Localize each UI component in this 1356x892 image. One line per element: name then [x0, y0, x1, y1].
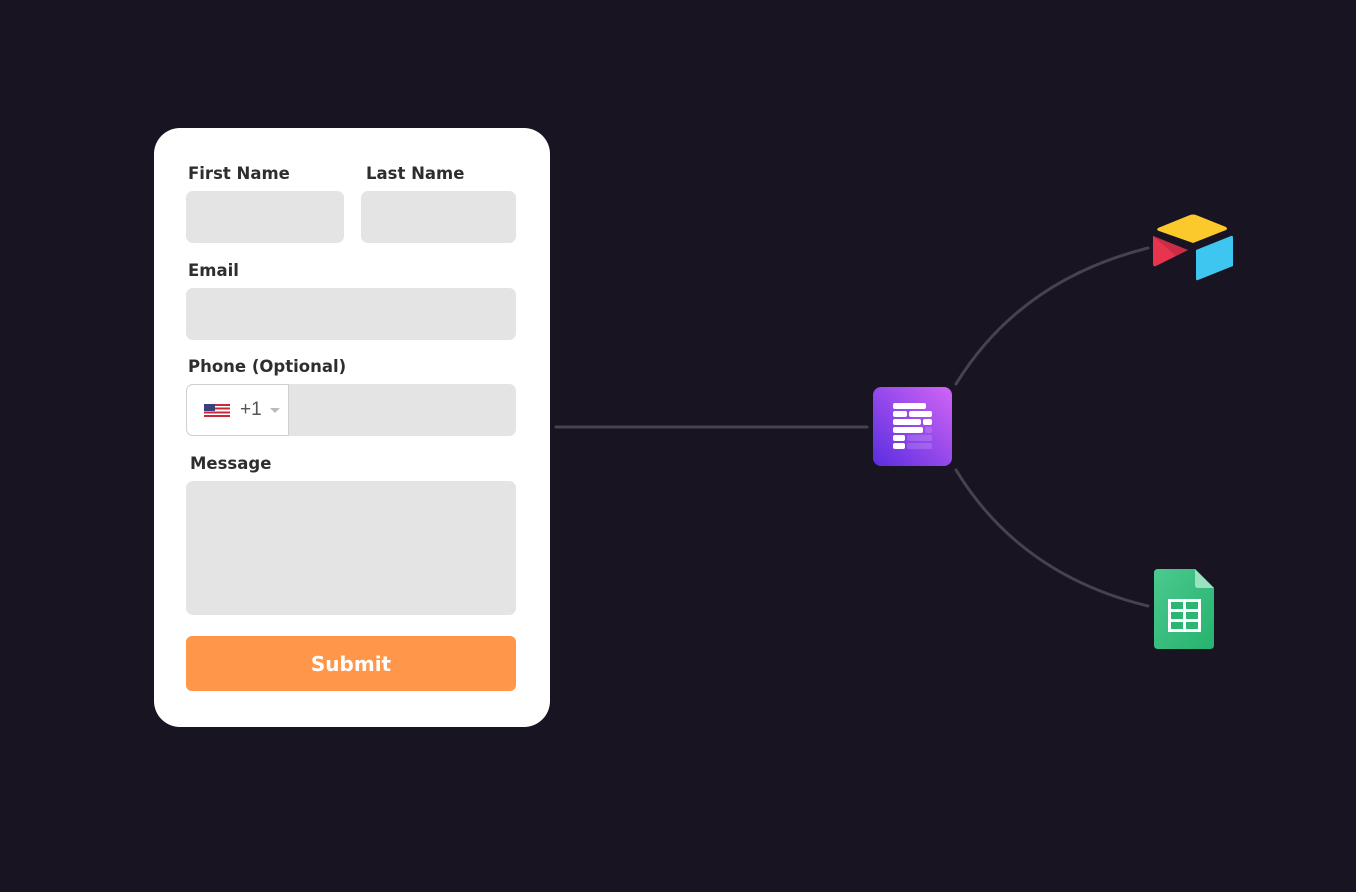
chevron-down-icon: [270, 408, 280, 413]
country-code-select[interactable]: +1: [186, 384, 289, 436]
last-name-input[interactable]: [361, 191, 516, 243]
message-label: Message: [190, 454, 272, 473]
country-code: +1: [240, 399, 262, 420]
last-name-label: Last Name: [366, 164, 465, 183]
message-textarea[interactable]: [186, 481, 516, 615]
phone-label: Phone (Optional): [188, 357, 347, 376]
hub-to-sheets-line: [954, 468, 1150, 608]
airtable-icon: [1153, 214, 1233, 281]
hub-to-airtable-line: [954, 246, 1150, 386]
form-builder-icon: [873, 387, 952, 466]
google-sheets-icon: [1154, 569, 1214, 649]
us-flag-icon: [204, 404, 230, 417]
submit-button[interactable]: Submit: [186, 636, 516, 691]
first-name-label: First Name: [188, 164, 290, 183]
first-name-input[interactable]: [186, 191, 344, 243]
email-label: Email: [188, 261, 239, 280]
email-input[interactable]: [186, 288, 516, 340]
